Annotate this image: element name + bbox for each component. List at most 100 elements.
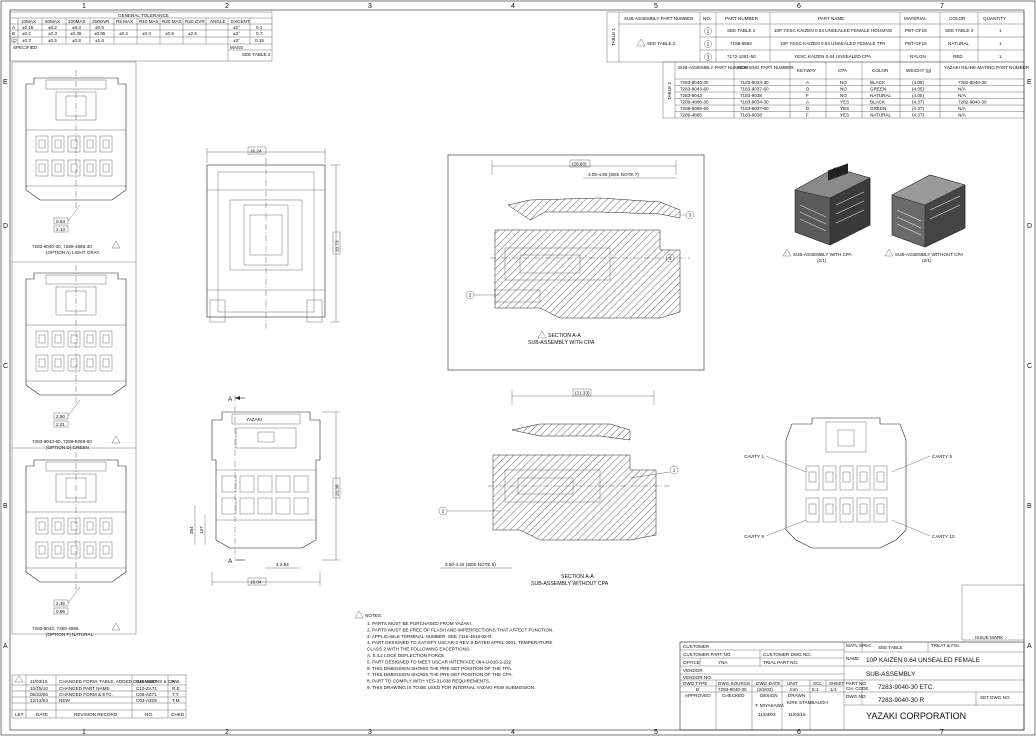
- tol-b5: ±0.3: [142, 31, 151, 36]
- t2-cell: 7283-9043: [680, 93, 702, 98]
- lower-section-dim-note: 3.60-4.25 (SEE NOTE 6): [445, 562, 496, 567]
- lower-section-title: SECTION A-A: [561, 574, 594, 580]
- front-cavity: [221, 475, 237, 493]
- cavity-terminal: [54, 545, 62, 555]
- t2-cell: 7289-5068-60: [680, 106, 709, 111]
- note-item: A. 5.4.2 LOCK DEFLECTION FORCE: [367, 653, 444, 658]
- zone-col-1: 1: [82, 3, 86, 10]
- tb-drawn: DRAWN: [788, 693, 805, 698]
- tb-office: OFFICE: [683, 660, 700, 665]
- rev-footer-record: REVISION RECORD: [74, 712, 118, 717]
- section-without-cpa: (21.33) 1 2 3.60-4.25 (SEE NOTE 6) SECTI…: [438, 388, 679, 587]
- t2-cell: A: [806, 80, 810, 85]
- note-item: 5. PART DESIGNED TO MEET USCAR INTERFACE…: [367, 659, 512, 664]
- cavity-window: [825, 503, 834, 515]
- option-dim-a: 2.35: [56, 601, 65, 606]
- option-caption-parts: 7283-9043-60, 7289-5068-60: [32, 439, 92, 444]
- option-caption-color: (OPTION D) GREEN: [46, 445, 89, 450]
- t1-r0-mat: PBT-GF15: [905, 28, 927, 33]
- lower-dim-d3: 4.2.54: [276, 562, 289, 567]
- tb-treat: TREAT & FIN.: [931, 643, 960, 648]
- zone-col-7b: 7: [940, 729, 944, 736]
- upper-height-dim: 20.73: [335, 240, 340, 252]
- cavity-slot: [805, 465, 820, 491]
- cavity-terminal: [102, 334, 110, 344]
- t2-cell: (4.37): [912, 100, 924, 105]
- tol-a0: ±0.15: [22, 25, 34, 30]
- tb-designer: T. MIYAKAWA: [755, 703, 785, 708]
- tol-c1: ±0.5: [48, 38, 57, 43]
- lower-dim-d2: 137: [199, 526, 204, 534]
- tol-mass-label: MASS: [230, 45, 243, 50]
- t1-r2-color: RED: [953, 54, 963, 59]
- tol-b6: ±0.5: [165, 31, 174, 36]
- cavity-window: [808, 503, 817, 515]
- t2-cell: NO: [840, 87, 847, 92]
- tol-c2: ±0.8: [72, 38, 81, 43]
- tb-date2: 11/03/15: [788, 712, 806, 717]
- leader-line: [67, 586, 81, 604]
- tol-a1: ±0.2: [48, 25, 57, 30]
- cavity-terminal: [70, 163, 78, 173]
- cavity-slot: [873, 465, 888, 491]
- cavity-outline: [83, 517, 97, 535]
- tol-h2: 100MAX: [68, 19, 86, 24]
- front-cavity: [275, 475, 291, 493]
- cavity-terminal: [54, 139, 62, 149]
- cavity-1-label: CAVITY 1: [744, 454, 764, 459]
- cavity-terminal: [102, 521, 110, 531]
- lower-callout-2: 2: [442, 509, 445, 514]
- cavity-6-label: CAVITY 6: [744, 534, 764, 539]
- tb-scale: SCL: [813, 681, 822, 686]
- cavity-window: [808, 471, 817, 483]
- note-item: 8. PART TO COMPLY WITH YES-31-038 REQUIR…: [367, 679, 490, 684]
- t2-cell: 7282-9040-30: [958, 80, 987, 85]
- tb-name-label: NAME: [846, 656, 859, 661]
- cavity-outline: [51, 159, 65, 177]
- tb-sheet: SHEET: [829, 681, 845, 686]
- cavity-outline: [67, 330, 81, 348]
- lower-height-dim: 20.38: [335, 484, 340, 496]
- t2-cell: 7183-9037-60: [740, 87, 769, 92]
- cavity-terminal: [70, 334, 78, 344]
- cavity-window: [876, 471, 885, 483]
- cavity-slot: [822, 465, 837, 491]
- zone-row-c: C: [3, 363, 8, 370]
- iso2-label: SUB-ASSEMBLY WITHOUT CPA: [895, 252, 964, 257]
- rev-flag-icon: [14, 675, 24, 683]
- t1-h1: NO.: [703, 16, 711, 21]
- rev-no: C03-A329: [136, 698, 157, 703]
- zone-col-6b: 6: [797, 729, 801, 736]
- lower-logo-text: YAZAKI: [246, 417, 262, 422]
- tb-company: YAZAKI CORPORATION: [866, 711, 966, 721]
- tol-h1: 50MAX: [45, 19, 60, 24]
- zone-row-e-r: E: [1027, 79, 1032, 86]
- t1-r1-part: 7158-6582: [730, 41, 752, 46]
- cavity-terminal: [38, 358, 46, 368]
- tol-a8: ±2°: [233, 25, 240, 30]
- t1-h6: QUANTITY: [983, 16, 1006, 21]
- sub-assembly-table: TABLE 1 SUB-ASSEMBLY PART NUMBER NO. PAR…: [606, 11, 1025, 63]
- cavity-window: [859, 471, 868, 483]
- cavity-terminal: [38, 139, 46, 149]
- zone-col-4b: 4: [511, 729, 515, 736]
- tb-part-no-label: PART NO.: [846, 681, 867, 686]
- rev-footer-date: DATE: [36, 712, 48, 717]
- cavity-outline: [99, 159, 113, 177]
- tb-office-val: YNA: [718, 660, 728, 665]
- t1-r2-name: YESC KAIZEN 0.64 UNSEALED CPA: [794, 54, 872, 59]
- upper-width-dim: 16.24: [250, 149, 262, 154]
- tol-h7: R20 OVR: [185, 19, 205, 24]
- cavity-outline: [99, 330, 113, 348]
- t1-see-table: SEE TABLE 2: [647, 41, 676, 46]
- t2-cell: F: [806, 93, 809, 98]
- section-with-cpa: (28.60) 3.05-4.85 (SEE NOTE 7) 3 1 2 SEC…: [447, 154, 705, 371]
- zone-row-d-r: D: [1027, 223, 1032, 230]
- cavity-outline: [67, 517, 81, 535]
- cavity-terminal: [86, 334, 94, 344]
- rev-chkd: T.M.: [172, 698, 181, 703]
